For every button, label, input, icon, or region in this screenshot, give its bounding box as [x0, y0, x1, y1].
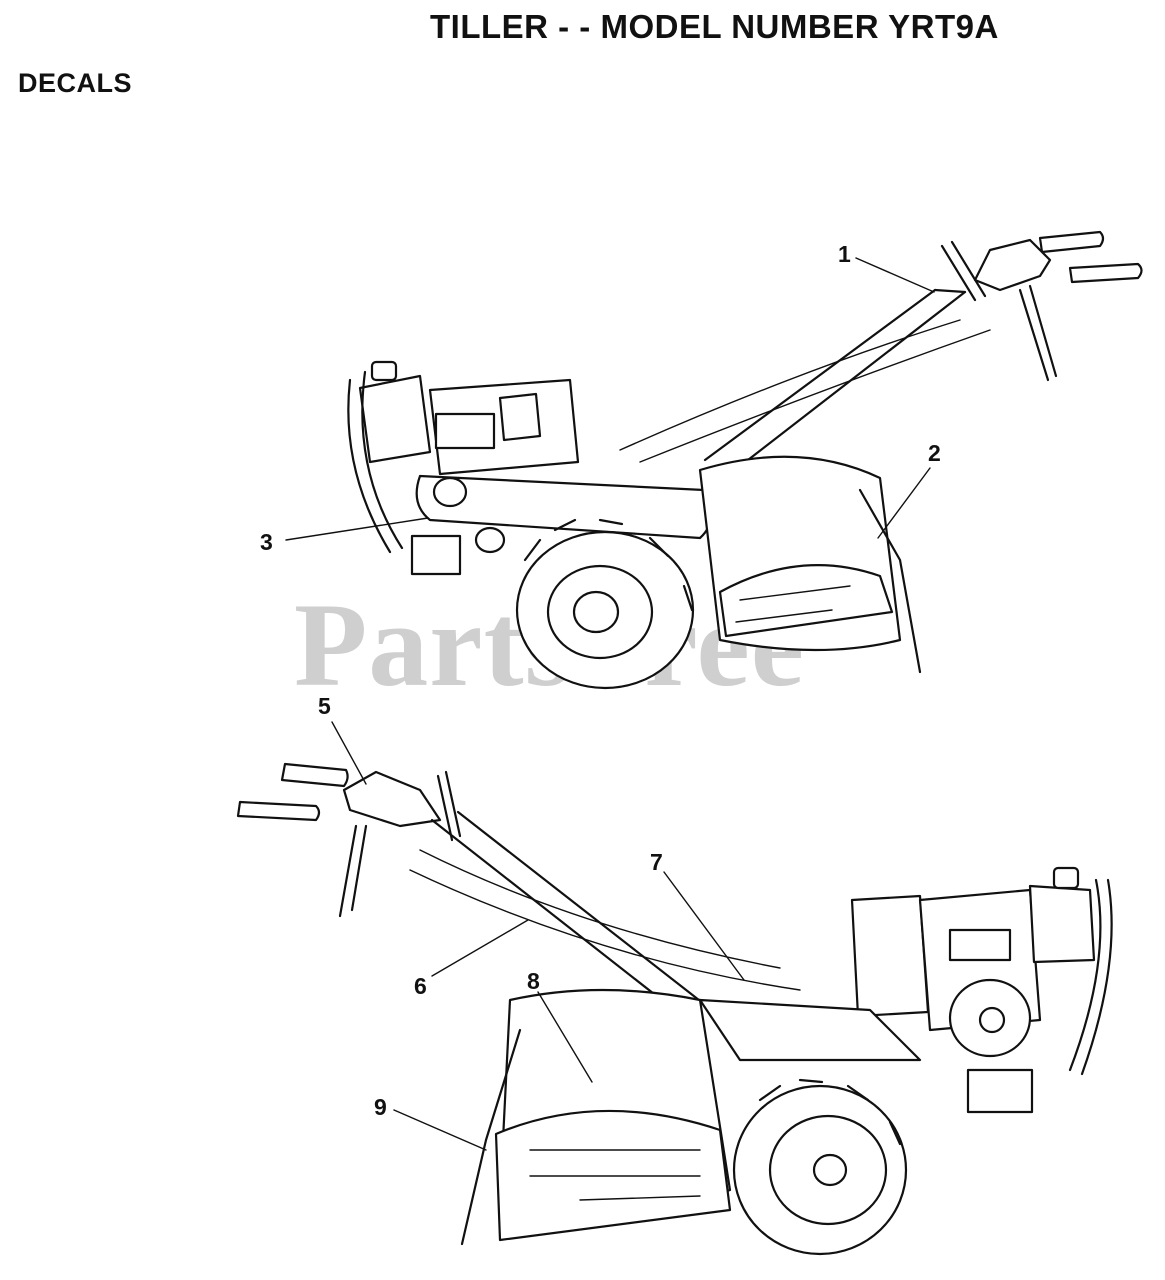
callout-5: 5 [318, 693, 331, 719]
lower-tiller-drawing [236, 762, 1113, 1256]
callout-3: 3 [260, 529, 273, 555]
section-heading: DECALS [18, 68, 133, 98]
callout-9: 9 [374, 1094, 387, 1120]
callout-8: 8 [527, 968, 540, 994]
callout-1: 1 [838, 241, 851, 267]
page-title: TILLER - - MODEL NUMBER YRT9A [430, 8, 999, 45]
callout-6: 6 [414, 973, 427, 999]
callout-7: 7 [650, 849, 663, 875]
callout-leader-lines [285, 257, 935, 1151]
callout-2: 2 [928, 440, 941, 466]
upper-tiller-drawing [347, 230, 1143, 690]
